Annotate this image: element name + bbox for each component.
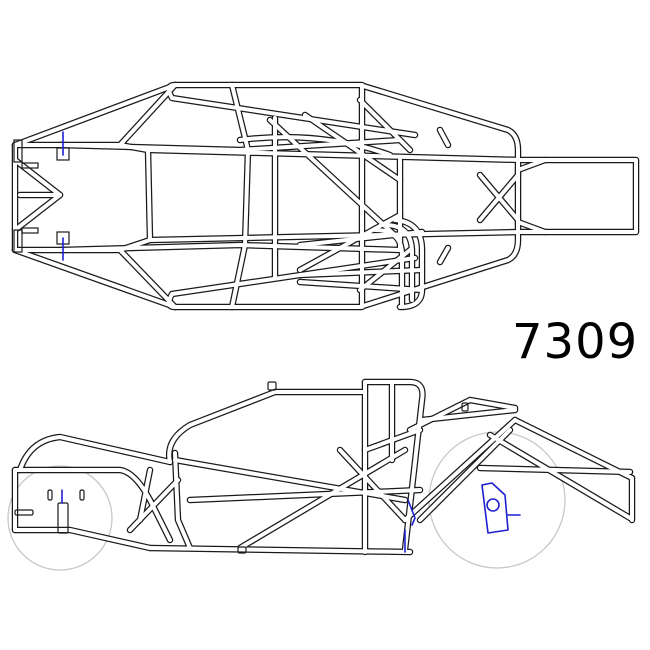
side-view-frame [11,378,636,556]
tube-fill [513,418,634,522]
top-view-brackets [13,139,70,253]
tube-fill [363,380,425,552]
side-view-suspension-plate [61,482,521,553]
tube-outline [514,156,640,236]
tube-fill [438,246,450,264]
tube-fill [238,448,407,550]
tube-fill [418,428,512,522]
blue-marker [407,499,416,526]
tube-fill [138,468,152,522]
tube-fill [478,173,520,222]
tube-fill [13,248,177,309]
tube-fill [298,280,424,292]
tube-fill [358,98,412,152]
top-view-frame [11,81,640,311]
tube-fill [478,466,632,474]
mount-bracket [21,227,39,234]
mount-bracket [13,139,23,163]
mount-tab [267,381,277,391]
mount-tab [237,546,247,554]
tube-fill [438,128,450,147]
wheel-outline [7,465,113,571]
mount-bracket [21,162,39,169]
tube-fill [516,158,638,234]
mount-tab [461,402,469,412]
tube-fill [230,83,250,309]
tube-fill [298,268,424,277]
tube-fill [516,158,547,172]
tube-fill [167,390,367,464]
mount-tab [47,489,53,501]
part-number-label: 7309 [512,314,639,370]
mount-tab [79,489,85,501]
mount-tab [14,509,34,516]
tube-fill [18,435,172,472]
tube-fill [338,448,407,522]
tube-fill [488,433,632,520]
blue-marker [481,482,509,534]
tube-outline [165,388,369,466]
side-view-brackets [14,381,469,554]
tube-fill [408,398,517,432]
tube-fill [363,428,422,452]
tube-fill [173,451,192,550]
tube-fill [13,83,177,147]
hub-hole [486,498,500,512]
tube-fill [148,230,522,242]
tube-fill [516,220,547,234]
tube-fill [58,243,402,252]
tube-fill [188,488,422,502]
tube-fill [268,118,402,242]
tube-fill [303,113,402,182]
tube-fill [13,528,152,550]
mount-bracket [13,229,23,253]
mount-tab [57,502,69,534]
tube-fill [118,83,177,309]
tube-fill [13,468,172,542]
tube-fill [373,228,404,307]
tube-fill [148,148,522,162]
tube-fill [298,230,424,247]
tube-fill [358,83,520,309]
tube-fill [128,478,180,532]
tube-fill [238,135,392,157]
